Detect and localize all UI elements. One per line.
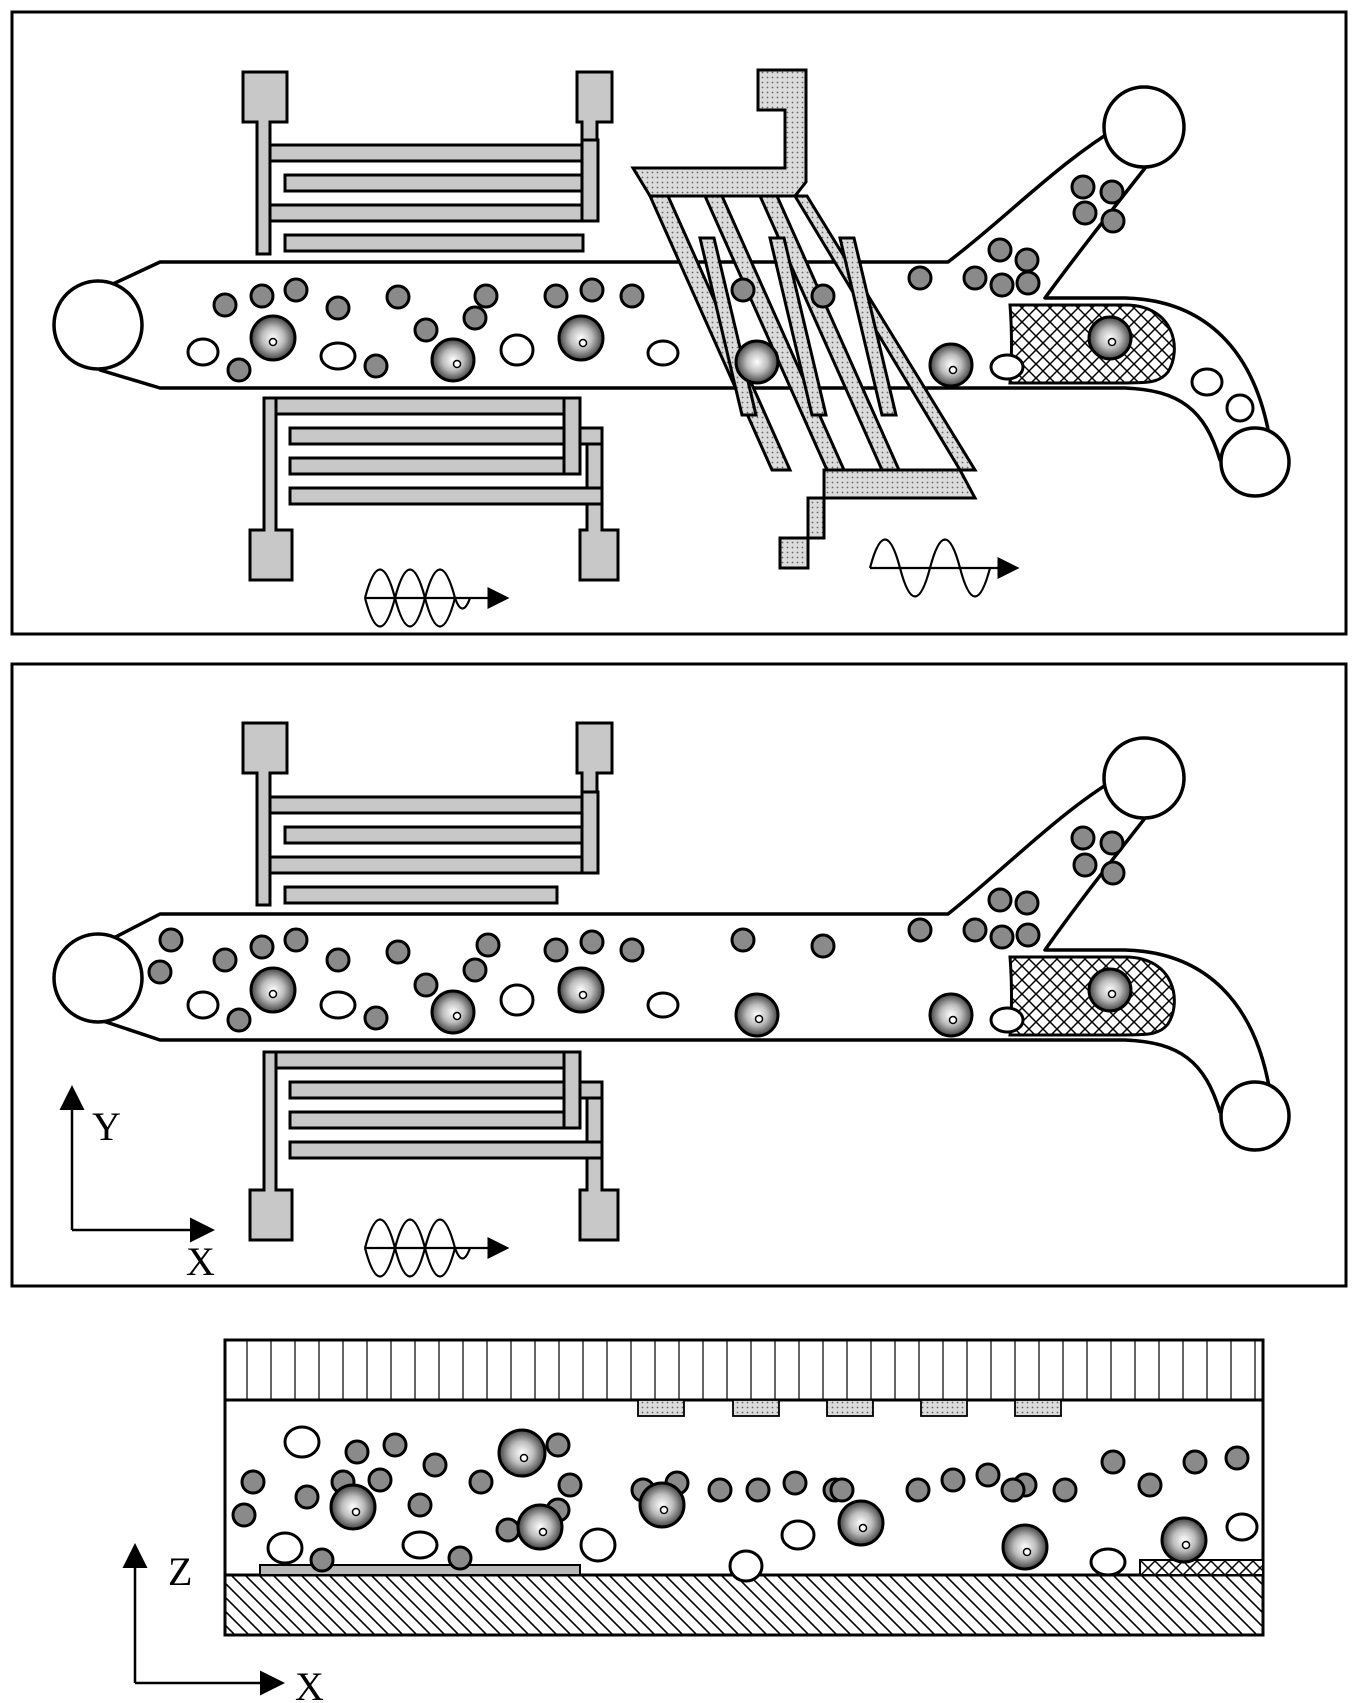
idt-upper [243,723,612,905]
axis-label-x: X [295,1664,324,1703]
panel-middle-sorter: Y X [12,664,1346,1286]
idt-lower [250,398,618,580]
axis-label-y: Y [92,1104,121,1149]
inlet-port [54,281,142,369]
outlet-port-upper [1104,87,1184,167]
substrate [225,1575,1263,1635]
bottom-electrode [260,1565,580,1575]
channel-main [54,738,1289,1150]
idt-upper [243,72,612,254]
acoustic-wave-icon [870,540,1015,597]
idt-lower [250,1052,618,1240]
inlet-port [54,934,142,1022]
outlet-port-lower [1221,1082,1289,1150]
acoustic-wave-icon [365,570,505,627]
outlet-port-lower [1221,428,1289,496]
cover-layer [225,1340,1263,1400]
acoustic-wave-icon [365,1220,505,1277]
axis-label-z: Z [168,1549,192,1594]
panel-bottom-cross-section: Z X [135,1340,1263,1703]
outlet-port-upper [1104,738,1184,818]
collection-pad [1140,1560,1263,1575]
panel-top-sorter [12,12,1346,634]
channel-main [54,87,1289,496]
axis-label-x: X [186,1239,215,1284]
